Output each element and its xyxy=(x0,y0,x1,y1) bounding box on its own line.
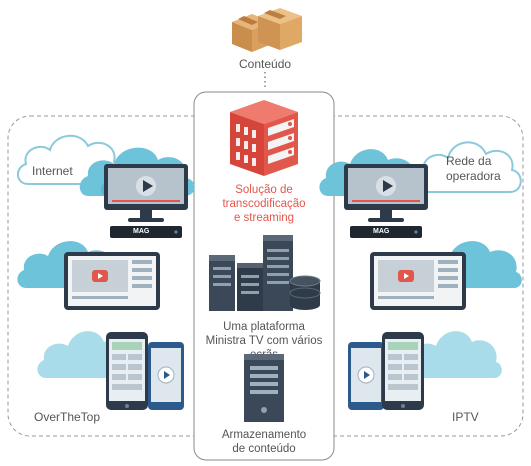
right-phone-icon xyxy=(380,330,426,412)
platform-servers-icon xyxy=(207,233,325,315)
left-stb-icon xyxy=(108,224,184,240)
content-boxes-icon xyxy=(228,4,304,54)
content-label: Conteúdo xyxy=(239,57,292,71)
left-cloud-label: Internet xyxy=(32,164,73,178)
left-tablet-icon xyxy=(146,340,186,412)
left-footer-label: OverTheTop xyxy=(34,410,101,424)
right-cloud-label: Rede da operadora xyxy=(446,154,501,183)
right-stb-brand: MAG xyxy=(373,228,390,235)
right-laptop-icon xyxy=(368,250,468,314)
left-laptop-icon xyxy=(62,250,162,314)
right-tablet-icon xyxy=(346,340,386,412)
right-stb-icon xyxy=(348,224,424,240)
left-monitor-icon xyxy=(102,162,190,224)
left-phone-icon xyxy=(104,330,150,412)
transcoding-label: Solução de transcodificação e streaming xyxy=(222,184,306,224)
right-cloud3-icon xyxy=(404,318,504,382)
storage-label: Armazenamento de conteúdo xyxy=(221,429,307,455)
transcoding-server-icon xyxy=(224,98,304,178)
left-stb-brand: MAG xyxy=(133,228,150,235)
platform-label: Uma plataforma Ministra TV com vários ec… xyxy=(205,321,323,361)
storage-server-icon xyxy=(242,352,286,424)
right-monitor-icon xyxy=(342,162,430,224)
right-footer-label: IPTV xyxy=(452,410,479,424)
